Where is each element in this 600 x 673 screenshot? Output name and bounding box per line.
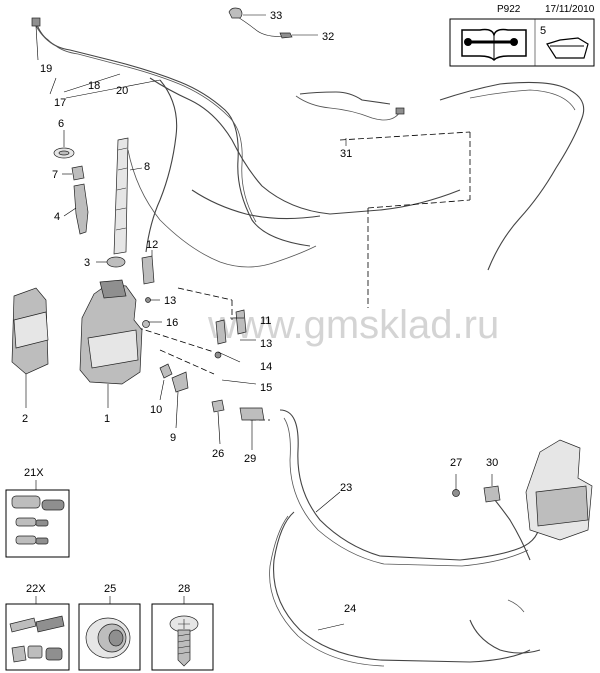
grommet-27-part: [452, 489, 460, 497]
pump-30-part: [483, 485, 501, 503]
callout: 6: [58, 118, 64, 130]
callout: 26: [212, 448, 224, 460]
callout: 9: [170, 432, 176, 444]
legend-box: 5: [449, 18, 595, 67]
callout: 29: [244, 453, 256, 465]
callout: 30: [486, 457, 498, 469]
callout: 4: [54, 211, 60, 223]
filler-tube-part: [113, 137, 129, 255]
inset-label: 25: [104, 583, 116, 595]
callout-labels: 33 32 19 18 17 20 6 7 4 8 12 3 13 16 11 …: [22, 10, 498, 615]
callout: 14: [260, 361, 272, 373]
callout: 16: [166, 317, 178, 329]
hose-connectors-icon: [11, 495, 65, 545]
legend-box-label: 5: [540, 25, 546, 37]
leader-lines: [25, 14, 493, 631]
inset-label: 21X: [24, 467, 44, 479]
callout: 23: [340, 482, 352, 494]
pump-connector-part: [71, 165, 85, 181]
cap-part: [228, 7, 243, 19]
inset-label: 28: [178, 583, 190, 595]
washer-reservoir-part: [79, 279, 143, 385]
inset-28: 28: [151, 583, 214, 671]
hose-end-part: [395, 107, 405, 115]
clip-part: [159, 363, 173, 379]
inset-label: 22X: [26, 583, 46, 595]
washer-hoses-upper: [35, 13, 585, 271]
callout: 7: [52, 169, 58, 181]
callout: 20: [116, 85, 128, 97]
connector-part: [31, 17, 41, 27]
callout: 2: [22, 413, 28, 425]
seal-inner: [58, 150, 70, 156]
container-icon: [546, 37, 589, 59]
callout: 32: [322, 31, 334, 43]
callout: 8: [144, 161, 150, 173]
repair-manual-icon: [461, 28, 527, 62]
callout: 1: [104, 413, 110, 425]
bracket-part: [171, 371, 189, 393]
screw-icon: [169, 615, 199, 667]
filler-tube-ribs: [115, 147, 128, 231]
callout: 3: [84, 257, 90, 269]
grommet-icon: [85, 617, 131, 659]
callout: 11: [260, 315, 271, 327]
connector-26-part: [211, 399, 225, 413]
callout: 15: [260, 382, 272, 394]
callout: 31: [340, 148, 352, 160]
callout: 17: [54, 97, 66, 109]
washer-pump-part: [73, 183, 89, 235]
connector-29-part: [239, 407, 265, 421]
callout: 12: [146, 239, 158, 251]
rear-reservoir-part: [525, 439, 593, 541]
reservoir-cover-part: [11, 287, 49, 375]
pump-11a-part: [215, 319, 227, 345]
callout: 33: [270, 10, 282, 22]
callout: 10: [150, 404, 162, 416]
callout: 18: [88, 80, 100, 92]
callout: 13: [260, 338, 272, 350]
callout: 27: [450, 457, 462, 469]
pump-11b-part: [235, 309, 247, 335]
page-code: P922: [497, 4, 521, 15]
rear-pump-part: [141, 255, 155, 285]
hose-fittings-icon: [9, 615, 65, 663]
grommet-small-part: [142, 320, 150, 328]
page-date: 17/11/2010: [545, 4, 595, 15]
valve-part: [145, 297, 151, 303]
inset-22x: 22X: [5, 583, 70, 671]
dashed-guides: [119, 131, 471, 421]
inset-21x: 21X: [5, 467, 70, 558]
nozzle-part: [279, 32, 293, 39]
callout: 24: [344, 603, 356, 615]
callout: 19: [40, 63, 52, 75]
washer-hoses-lower: [269, 409, 541, 667]
grommet-part: [106, 256, 126, 268]
inset-25: 25: [78, 583, 141, 671]
watermark: www.gmsklad.ru: [207, 303, 499, 347]
callout: 13: [164, 295, 176, 307]
